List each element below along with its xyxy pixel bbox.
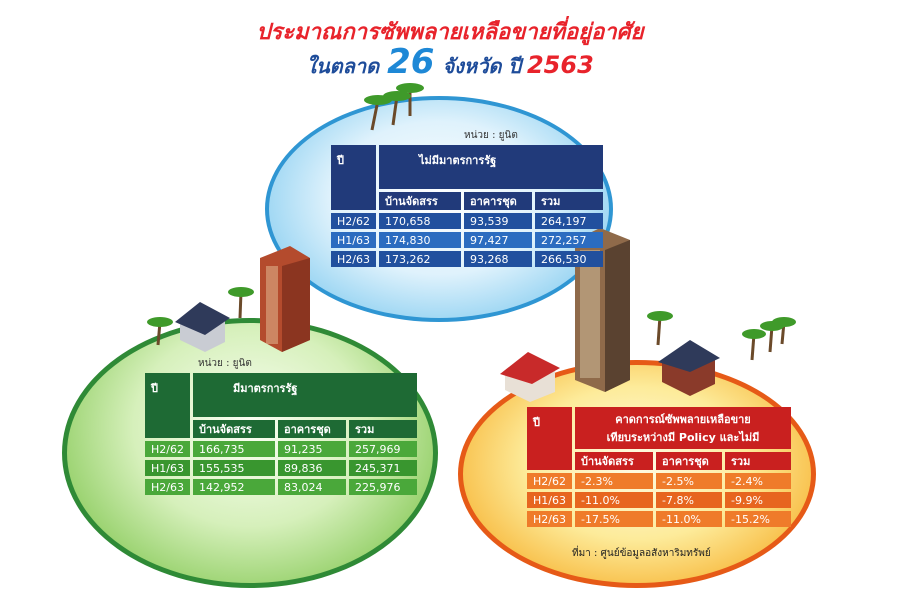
column-header: บ้านจัดสรร [378, 192, 461, 210]
table-row: H2/63 173,262 93,268 266,530 [331, 251, 603, 267]
column-header: อาคารชุด [463, 192, 532, 210]
table-row: H2/63 142,952 83,024 225,976 [145, 479, 417, 495]
row-period: H1/63 [527, 492, 572, 508]
sub-title: ในตลาด 26 จังหวัด ปี2563 [0, 42, 900, 82]
row-period: H2/62 [527, 473, 572, 489]
row-value: 272,257 [534, 232, 603, 248]
column-header: บ้านจัดสรร [192, 420, 275, 438]
row-value: 142,952 [192, 479, 275, 495]
table-row: H2/62 170,658 93,539 264,197 [331, 213, 603, 229]
row-period: H2/63 [145, 479, 190, 495]
row-value: -11.0% [574, 492, 653, 508]
house-right-dark [658, 340, 720, 396]
group-header: คาดการณ์ซัพพลายเหลือขาย เทียบระหว่างมี P… [574, 407, 791, 449]
row-value: 155,535 [192, 460, 275, 476]
row-value: 170,658 [378, 213, 461, 229]
row-period: H1/63 [145, 460, 190, 476]
group-header-line1: คาดการณ์ซัพพลายเหลือขาย [615, 413, 751, 426]
year-header: ปี [331, 145, 376, 210]
row-value: -17.5% [574, 511, 653, 527]
row-value: -2.3% [574, 473, 653, 489]
row-value: 166,735 [192, 441, 275, 457]
column-header: รวม [724, 452, 791, 470]
row-value: 83,024 [277, 479, 346, 495]
group-header: ไม่มีมาตรการรัฐ [378, 145, 603, 189]
row-period: H2/63 [331, 251, 376, 267]
row-value: 89,836 [277, 460, 346, 476]
table-row: H1/63 174,830 97,427 272,257 [331, 232, 603, 248]
column-header: บ้านจัดสรร [574, 452, 653, 470]
column-header: อาคารชุด [655, 452, 722, 470]
column-header: รวม [534, 192, 603, 210]
unit-label-top: หน่วย : ยูนิต [464, 130, 518, 141]
row-value: 266,530 [534, 251, 603, 267]
table-row: H1/63 -11.0% -7.8% -9.9% [527, 492, 791, 508]
row-value: 225,976 [348, 479, 417, 495]
row-value: 257,969 [348, 441, 417, 457]
province-count: 26 [387, 42, 435, 82]
row-period: H1/63 [331, 232, 376, 248]
row-value: -11.0% [655, 511, 722, 527]
row-value: -2.5% [655, 473, 722, 489]
row-value: -9.9% [724, 492, 791, 508]
row-value: 91,235 [277, 441, 346, 457]
column-header: อาคารชุด [277, 420, 346, 438]
row-value: 245,371 [348, 460, 417, 476]
column-header: รวม [348, 420, 417, 438]
unit-label-left: หน่วย : ยูนิต [198, 358, 252, 369]
row-value: -2.4% [724, 473, 791, 489]
sub-title-suffix: จังหวัด ปี [442, 54, 521, 78]
sub-title-year: 2563 [526, 51, 594, 79]
row-value: 93,268 [463, 251, 532, 267]
row-value: -7.8% [655, 492, 722, 508]
table-row: H2/63 -17.5% -11.0% -15.2% [527, 511, 791, 527]
table-no-measure: ปี ไม่มีมาตรการรัฐ บ้านจัดสรร อาคารชุด ร… [328, 142, 606, 270]
table-row: H1/63 155,535 89,836 245,371 [145, 460, 417, 476]
table-with-measure: ปี มีมาตรการรัฐ บ้านจัดสรร อาคารชุด รวม … [142, 370, 420, 498]
house-left [175, 302, 230, 352]
group-header: มีมาตรการรัฐ [192, 373, 417, 417]
row-period: H2/62 [331, 213, 376, 229]
table-comparison: ปี คาดการณ์ซัพพลายเหลือขาย เทียบระหว่างม… [524, 404, 794, 530]
table-row: H2/62 -2.3% -2.5% -2.4% [527, 473, 791, 489]
condo-tower-right [575, 228, 630, 392]
house-right-red [500, 352, 560, 402]
row-value: 174,830 [378, 232, 461, 248]
row-value: 93,539 [463, 213, 532, 229]
year-header: ปี [527, 407, 572, 470]
row-period: H2/62 [145, 441, 190, 457]
row-value: 173,262 [378, 251, 461, 267]
row-value: 97,427 [463, 232, 532, 248]
row-value: -15.2% [724, 511, 791, 527]
main-title: ประมาณการซัพพลายเหลือขายที่อยู่อาศัย [256, 20, 644, 45]
row-period: H2/63 [527, 511, 572, 527]
table-row: H2/62 166,735 91,235 257,969 [145, 441, 417, 457]
row-value: 264,197 [534, 213, 603, 229]
sub-title-prefix: ในตลาด [306, 54, 380, 78]
group-header-line2: เทียบระหว่างมี Policy และไม่มี [606, 431, 760, 444]
year-header: ปี [145, 373, 190, 438]
condo-tower-left [260, 246, 310, 352]
source-note: ที่มา : ศูนย์ข้อมูลอสังหาริมทรัพย์ [572, 548, 711, 559]
